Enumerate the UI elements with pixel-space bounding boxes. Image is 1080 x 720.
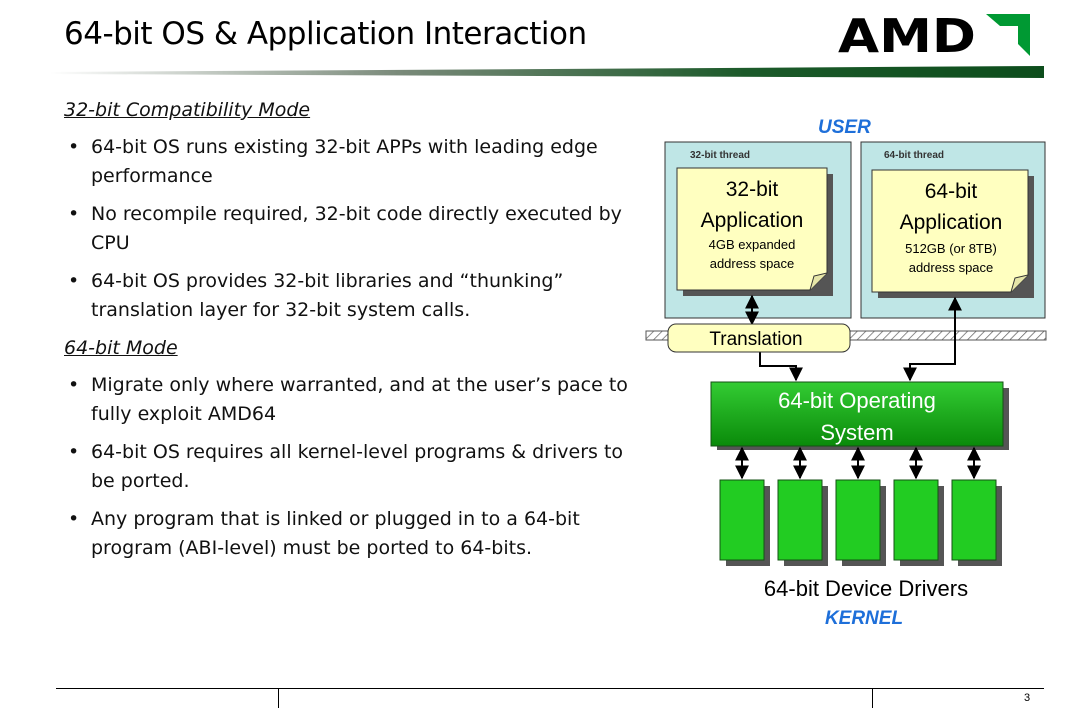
translation-label: Translation — [709, 329, 802, 350]
list-item: Migrate only where warranted, and at the… — [64, 371, 634, 429]
os-label-2: System — [820, 420, 893, 445]
page-number: 3 — [1024, 692, 1031, 704]
translation-os-arrow — [759, 352, 803, 382]
app64-desc-2: address space — [909, 260, 994, 275]
compat-bullet-list: 64-bit OS runs existing 32-bit APPs with… — [64, 133, 634, 325]
list-item: 64-bit OS requires all kernel-level prog… — [64, 438, 634, 496]
user-label: USER — [818, 117, 871, 138]
app64-os-arrow — [903, 296, 962, 382]
app64-desc-1: 512GB (or 8TB) — [905, 241, 997, 256]
page-title: 64-bit OS & Application Interaction — [64, 16, 587, 52]
app32-desc-1: 4GB expanded — [709, 237, 796, 252]
footer-divider — [56, 688, 1044, 689]
driver-block — [777, 479, 823, 561]
bullet-content: 32-bit Compatibility Mode 64-bit OS runs… — [64, 96, 634, 572]
list-item: Any program that is linked or plugged in… — [64, 505, 634, 563]
thread64-label: 64-bit thread — [884, 150, 944, 161]
amd-logo-text: AMD — [838, 10, 976, 58]
driver-block — [951, 479, 997, 561]
footer-tick — [278, 688, 279, 708]
list-item: No recompile required, 32-bit code direc… — [64, 200, 634, 258]
driver-block — [893, 479, 939, 561]
app64-title-2: Application — [900, 211, 1003, 234]
list-item: 64-bit OS provides 32-bit libraries and … — [64, 267, 634, 325]
list-item: 64-bit OS runs existing 32-bit APPs with… — [64, 133, 634, 191]
app32-title-2: Application — [701, 209, 804, 232]
footer-tick — [872, 688, 873, 708]
driver-block — [719, 479, 765, 561]
amd-arrow-icon — [986, 14, 1030, 56]
os-label-1: 64-bit Operating — [778, 388, 936, 413]
translation-layer-box — [667, 323, 851, 353]
device-driver-blocks — [719, 479, 1002, 566]
kernel-label: KERNEL — [825, 608, 903, 629]
app32-title-1: 32-bit — [726, 178, 779, 201]
mode64-bullet-list: Migrate only where warranted, and at the… — [64, 371, 634, 563]
device-drivers-label: 64-bit Device Drivers — [764, 576, 968, 601]
amd-logo: AMD — [838, 10, 1030, 58]
app32-desc-2: address space — [710, 256, 795, 271]
section-heading-64bit: 64-bit Mode — [64, 337, 178, 359]
os-box — [710, 381, 1004, 447]
driver-block — [835, 479, 881, 561]
thread32-label: 32-bit thread — [690, 150, 750, 161]
app64-title-1: 64-bit — [925, 180, 978, 203]
header-divider — [50, 66, 1044, 78]
section-heading-compat: 32-bit Compatibility Mode — [64, 99, 311, 121]
